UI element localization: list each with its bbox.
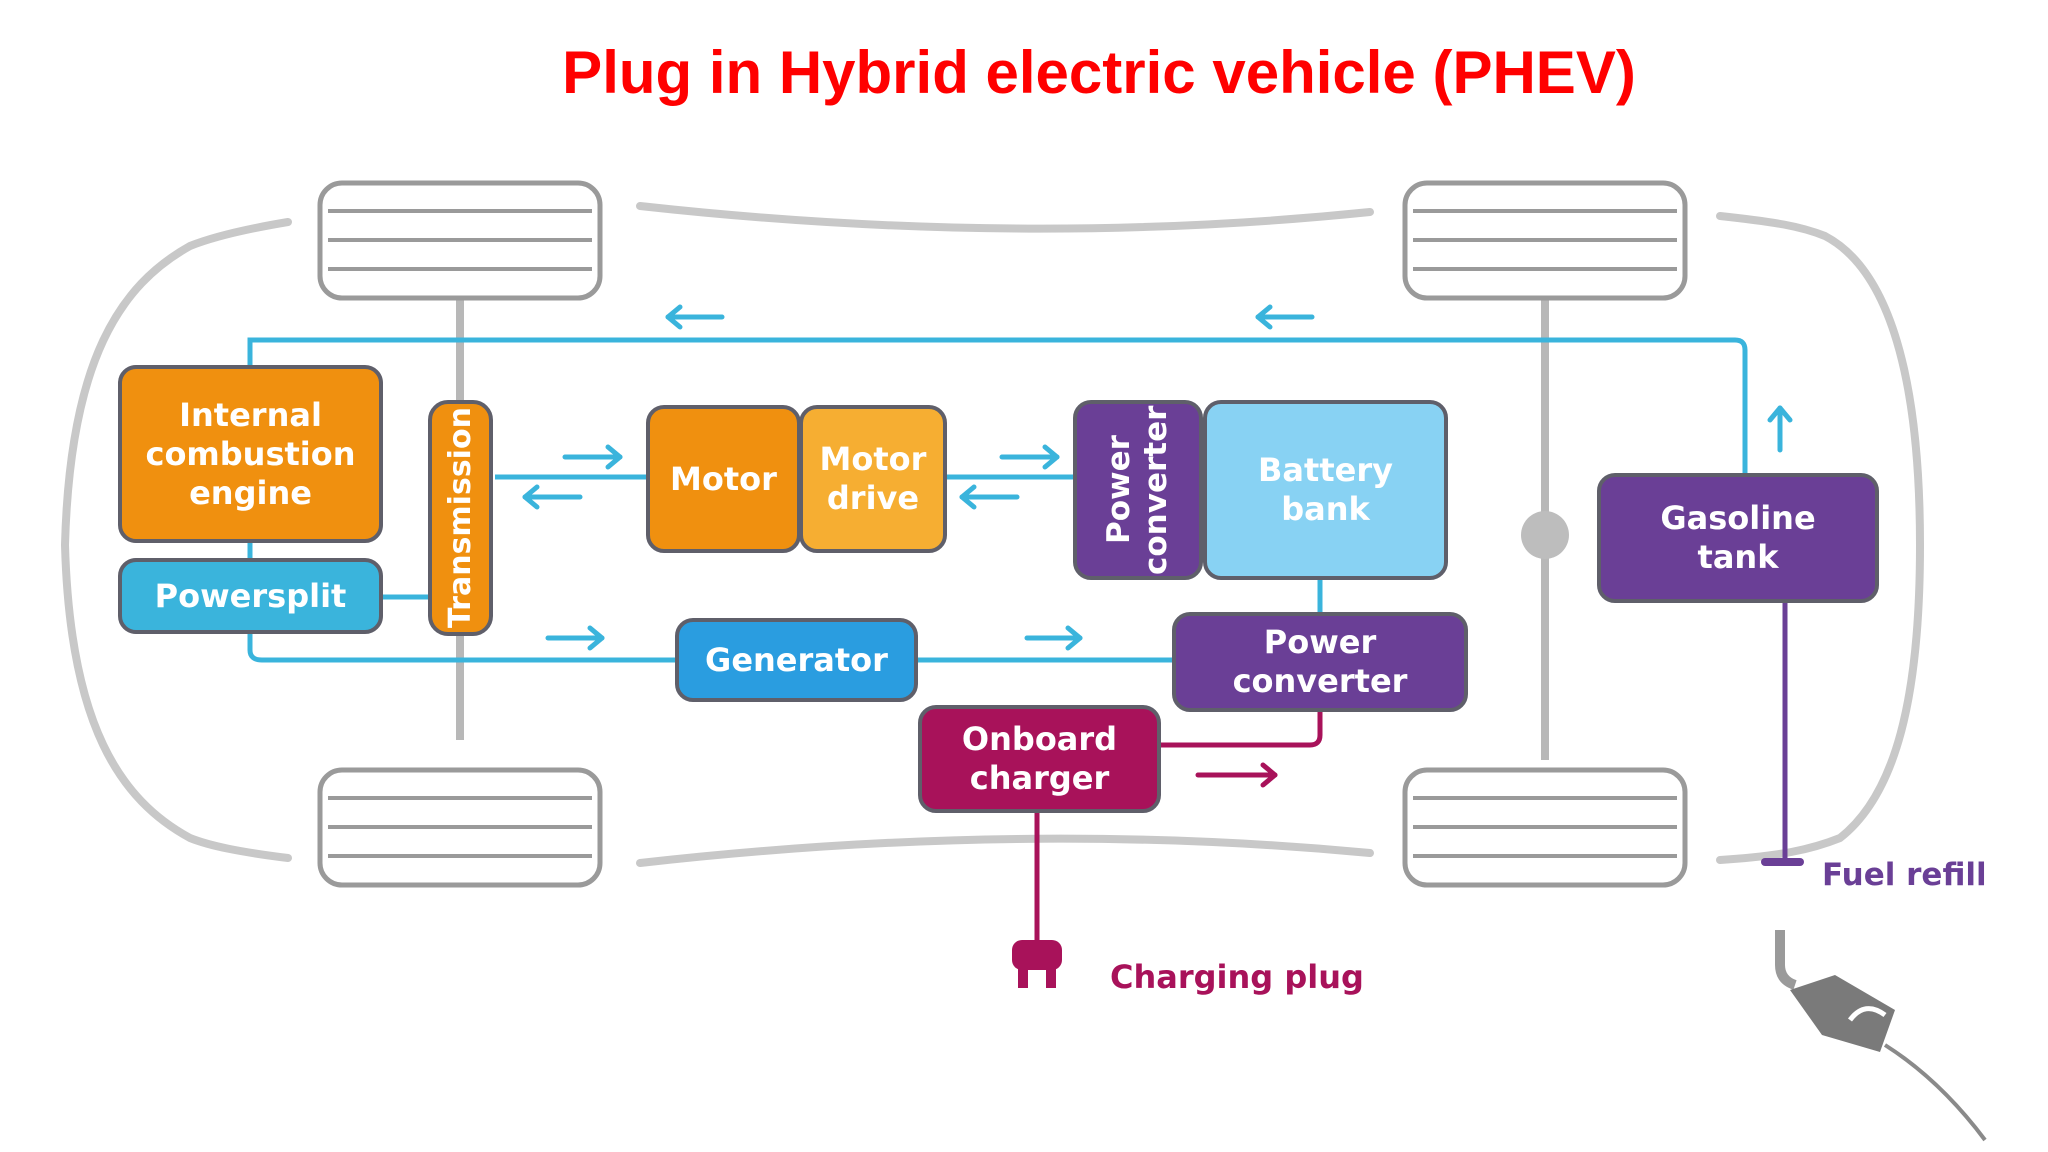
charging-lines (1034, 707, 1323, 943)
arrow-right-icon (999, 444, 1060, 470)
fuel-refill-label: Fuel refill (1822, 857, 1987, 893)
arrow-right-icon (562, 444, 623, 470)
charging-plug-label: Charging plug (1110, 958, 1364, 996)
fuel-nozzle-icon (1775, 930, 1987, 1142)
car-outline (60, 202, 1925, 867)
arrow-right-icon (545, 625, 605, 651)
powersplit-box: Powersplit (118, 558, 383, 634)
page-title: Plug in Hybrid electric vehicle (PHEV) (562, 39, 1636, 106)
flow-arrows (522, 304, 1793, 651)
power-converter-box: Power converter (1172, 612, 1468, 712)
transmission-box: Transmission (428, 400, 493, 636)
generator-box: Generator (675, 618, 918, 702)
power-converter-vertical-box: Power converter (1073, 400, 1203, 580)
arrow-left-icon (522, 484, 583, 510)
wheel-rear-top (1405, 183, 1685, 298)
internal-combustion-engine-box: Internal combustion engine (118, 365, 383, 543)
arrow-right-icon (1024, 625, 1083, 651)
wheel-front-bottom (320, 770, 600, 885)
wheel-front-top (320, 183, 600, 298)
fuel-line (1761, 600, 1804, 866)
energy-flow-lines (247, 337, 1748, 663)
battery-bank-box: Battery bank (1203, 400, 1448, 580)
plug-icon (1012, 940, 1062, 988)
arrow-left-icon (959, 484, 1020, 510)
arrow-left-icon (1255, 304, 1315, 330)
arrow-left-icon (665, 304, 725, 330)
gasoline-tank-box: Gasoline tank (1597, 473, 1879, 603)
motor-drive-box: Motor drive (799, 405, 947, 553)
wheel-rear-bottom (1405, 770, 1685, 885)
motor-box: Motor (646, 405, 801, 553)
arrow-right-icon (1195, 762, 1278, 788)
onboard-charger-box: Onboard charger (918, 705, 1161, 813)
arrow-up-icon (1767, 405, 1793, 453)
